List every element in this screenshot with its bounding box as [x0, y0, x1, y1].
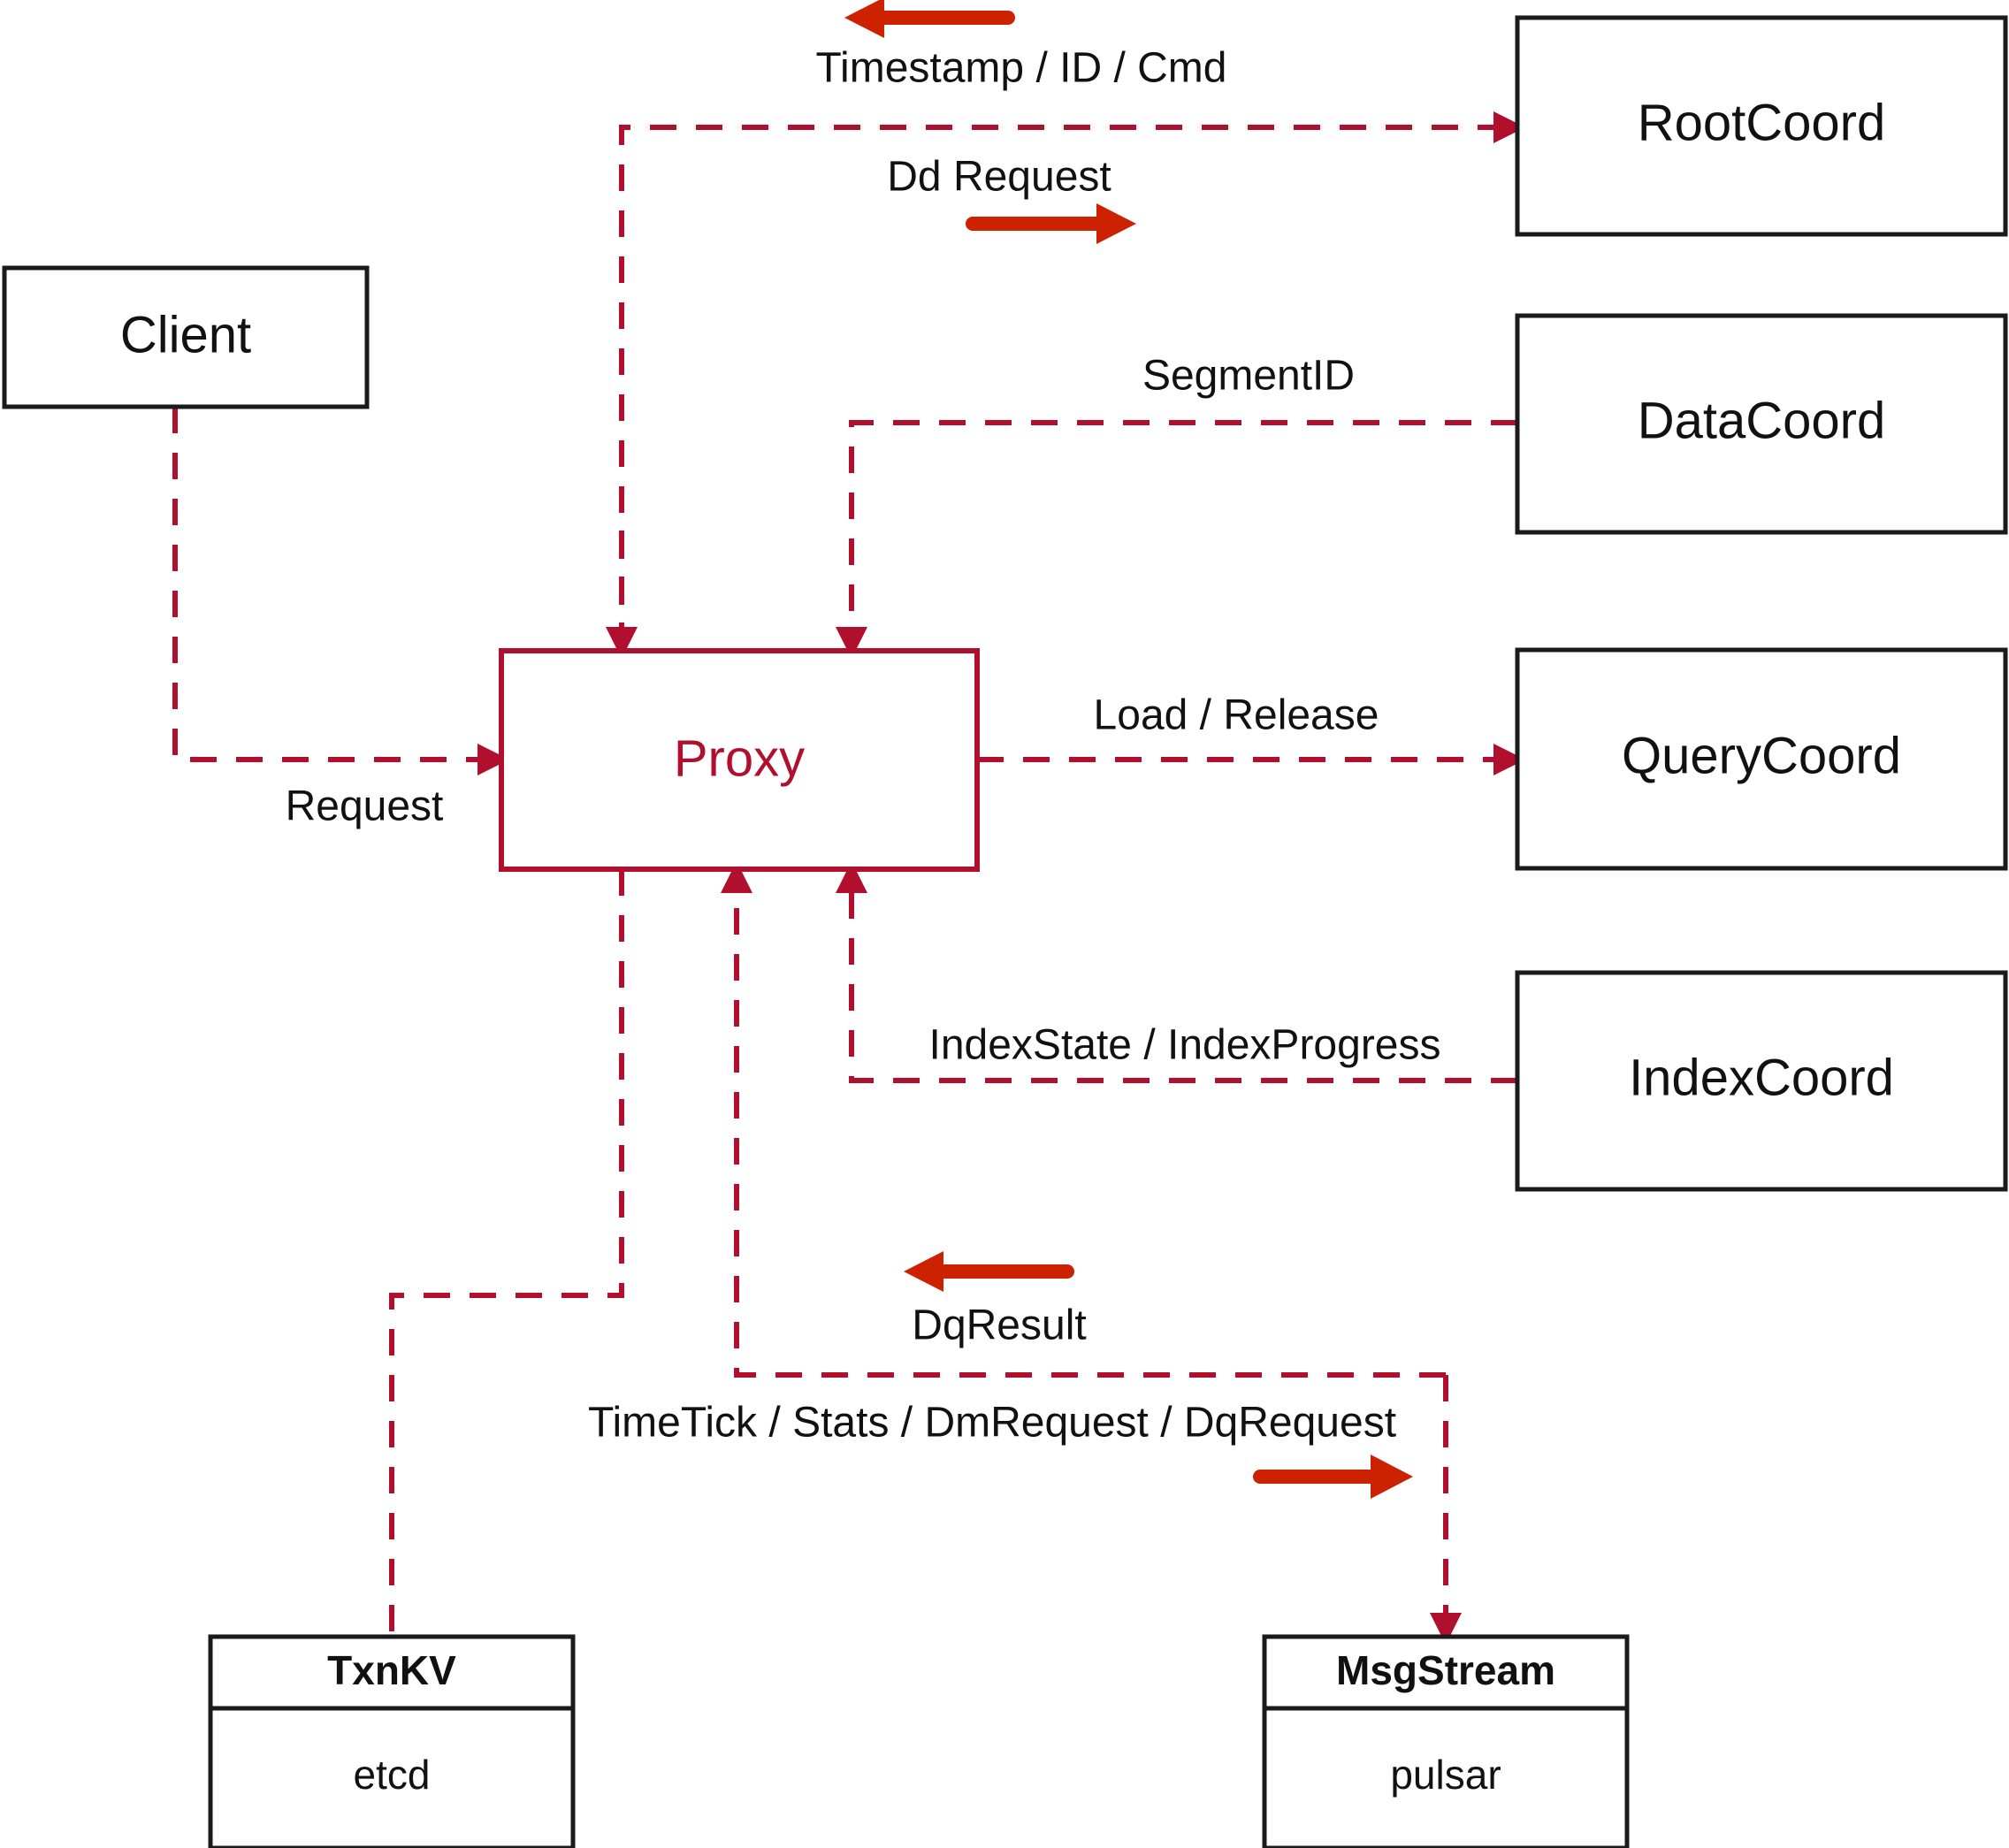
- node-querycoord[interactable]: [1515, 647, 2008, 871]
- edge-label-dqresult: DqResult: [912, 1302, 1086, 1349]
- edge-indexcoord-to-proxy: [836, 861, 1517, 1083]
- node-indexcoord-label: IndexCoord: [1629, 1049, 1894, 1106]
- node-txnkv-label: TxnKV: [327, 1647, 456, 1693]
- direction-arrow-leftward-top: [844, 0, 1015, 38]
- node-client-label: Client: [120, 306, 251, 363]
- edge-label-indexstate: IndexState / IndexProgress: [929, 1022, 1441, 1069]
- node-proxy[interactable]: [499, 648, 980, 872]
- direction-arrow-leftward-dqresult: [904, 1251, 1074, 1292]
- edge-label-segmentid: SegmentID: [1142, 353, 1355, 400]
- node-client[interactable]: [2, 265, 370, 409]
- direction-arrow-rightward-dd-request: [966, 203, 1136, 244]
- node-indexcoord[interactable]: [1515, 970, 2008, 1192]
- node-rootcoord-label: RootCoord: [1638, 94, 1885, 151]
- edge-label-load-release: Load / Release: [1094, 692, 1379, 739]
- node-querycoord-label: QueryCoord: [1622, 727, 1901, 784]
- node-txnkv-sublabel: etcd: [354, 1752, 431, 1798]
- node-datacoord-label: DataCoord: [1638, 392, 1885, 449]
- edge-label-request: Request: [286, 783, 444, 830]
- edge-msgstream-to-proxy-dqresult: [721, 861, 1446, 1378]
- edge-label-timestamp-id-cmd: Timestamp / ID / Cmd: [816, 45, 1227, 92]
- edge-datacoord-to-proxy: [836, 420, 1517, 659]
- node-rootcoord[interactable]: [1515, 15, 2008, 237]
- node-datacoord[interactable]: [1515, 313, 2008, 535]
- node-proxy-label: Proxy: [674, 729, 805, 787]
- edge-client-to-proxy: [172, 407, 509, 775]
- edge-proxy-to-txnkv: [389, 869, 624, 1637]
- edge-label-dd-request: Dd Request: [887, 154, 1111, 201]
- edge-label-timetick: TimeTick / Stats / DmRequest / DqRequest: [588, 1400, 1396, 1447]
- node-msgstream-sublabel: pulsar: [1390, 1752, 1501, 1798]
- node-txnkv[interactable]: [208, 1634, 576, 1848]
- node-msgstream[interactable]: [1262, 1634, 1630, 1848]
- direction-arrow-rightward-timetick: [1253, 1455, 1413, 1499]
- node-msgstream-label: MsgStream: [1336, 1647, 1555, 1693]
- edge-proxy-to-rootcoord: [619, 111, 1525, 651]
